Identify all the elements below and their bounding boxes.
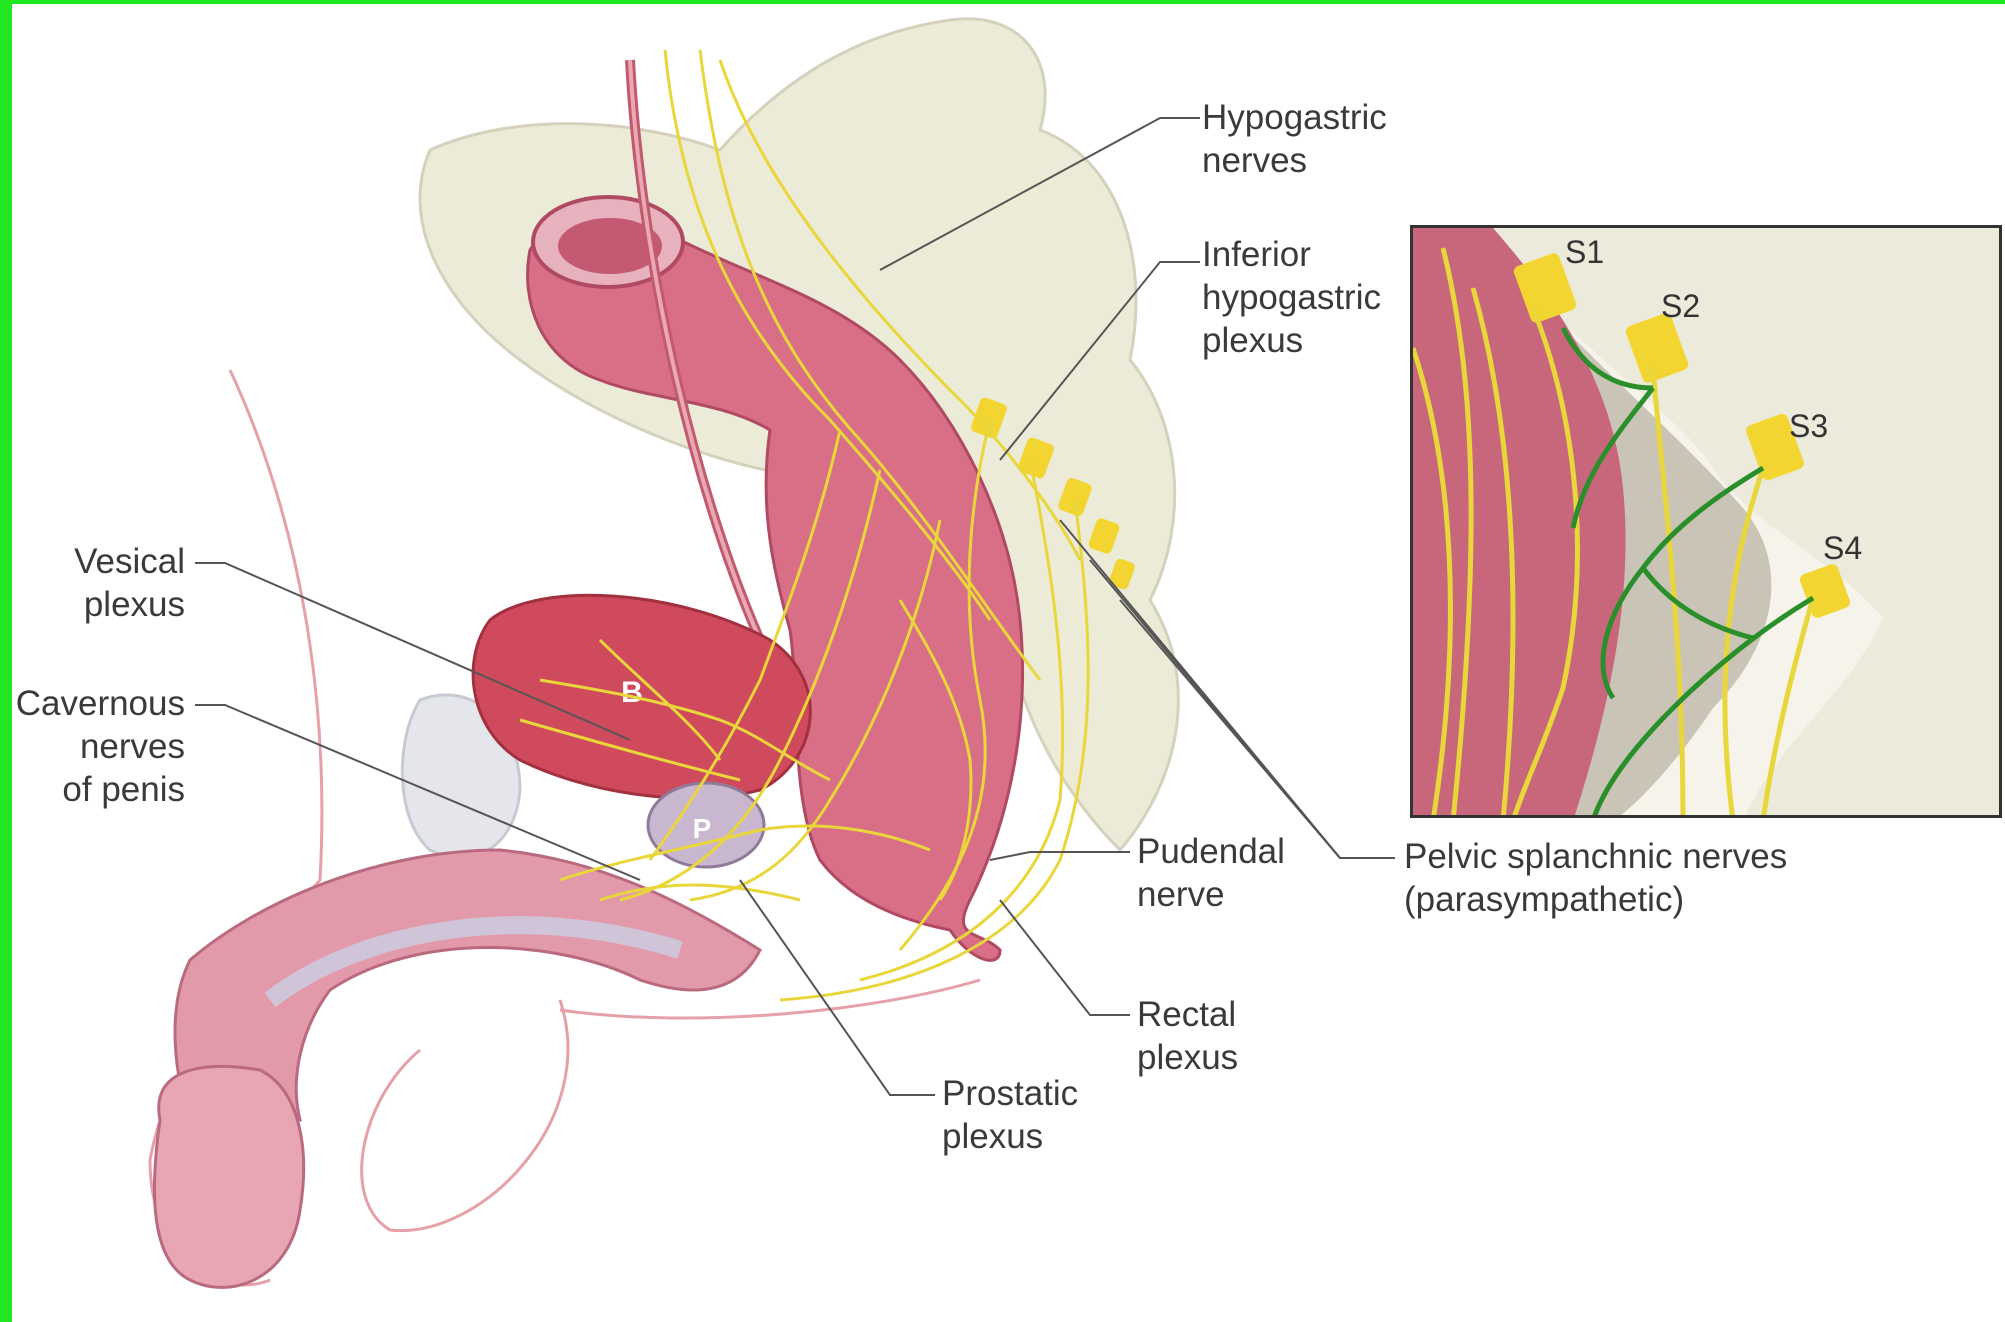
- label-s1: S1: [1565, 234, 1604, 270]
- bladder-marker: B: [621, 676, 643, 709]
- label-s3: S3: [1789, 408, 1828, 444]
- label-prostatic-plexus: Prostatic plexus: [942, 1072, 1078, 1158]
- label-rectal-plexus: Rectal plexus: [1137, 993, 1238, 1079]
- label-s2: S2: [1661, 288, 1700, 324]
- label-s4: S4: [1823, 530, 1862, 566]
- scrotum-outline: [362, 1000, 568, 1231]
- label-hypogastric-nerves: Hypogastric nerves: [1202, 96, 1387, 182]
- perineum-outline: [560, 980, 980, 1018]
- label-inferior-hypogastric-plexus: Inferior hypogastric plexus: [1202, 233, 1381, 362]
- label-vesical-plexus: Vesical plexus: [74, 540, 185, 626]
- label-pelvic-splanchnic-nerves: Pelvic splanchnic nerves (parasympatheti…: [1404, 835, 1787, 921]
- sacral-inset-panel: S1 S2 S3 S4: [1410, 225, 2002, 818]
- prostate-marker: P: [693, 813, 712, 844]
- label-cavernous-nerves: Cavernous nerves of penis: [16, 682, 185, 811]
- sacral-inset-illustration: [1413, 228, 2002, 818]
- glans: [154, 1067, 303, 1288]
- label-pudendal-nerve: Pudendal nerve: [1137, 830, 1285, 916]
